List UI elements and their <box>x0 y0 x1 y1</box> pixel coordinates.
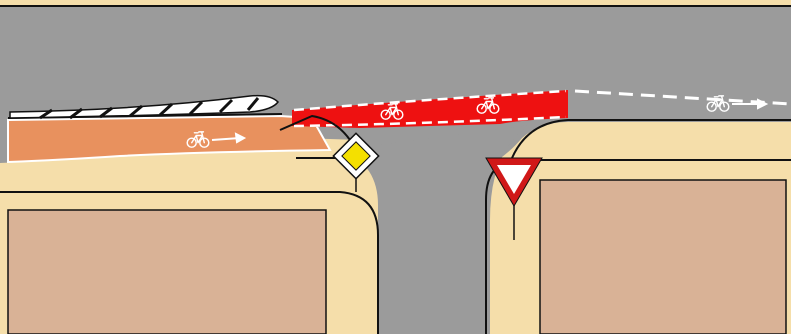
building-right <box>539 179 787 334</box>
lane-divider-dashed <box>574 89 791 106</box>
red-lane-dash-top <box>293 89 567 112</box>
building-left <box>7 209 327 334</box>
curb-right-corner <box>511 119 791 159</box>
arrow-right-icon <box>211 132 247 144</box>
arrow-right-icon <box>732 98 769 110</box>
priority-road-sign-icon <box>332 132 380 192</box>
red-lane-dash-bottom <box>293 115 567 128</box>
bike-lane-orange <box>7 114 332 164</box>
hatch-stripes <box>39 97 260 120</box>
bike-lane-red <box>292 90 568 128</box>
side-road <box>342 125 530 334</box>
curb-left-lower <box>0 191 379 334</box>
yield-sign-icon <box>485 157 543 240</box>
merge-line <box>279 114 351 141</box>
